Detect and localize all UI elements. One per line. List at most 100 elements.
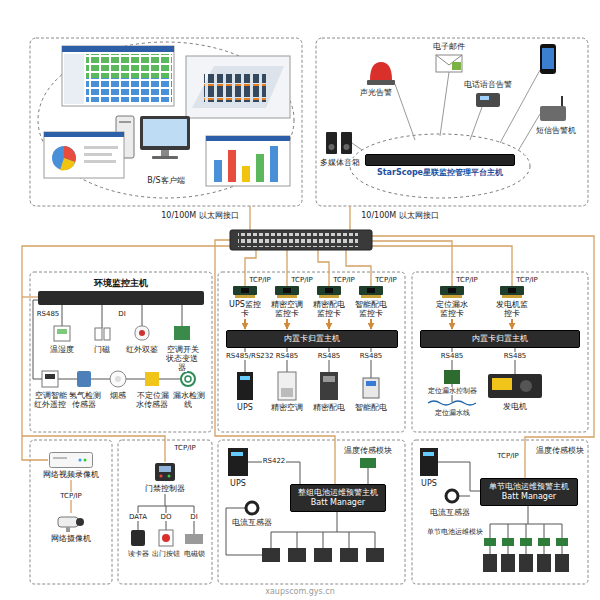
- battery-system-icon: [483, 554, 497, 572]
- signal-wire: [142, 305, 143, 326]
- label-box: 门磁: [82, 345, 122, 354]
- text-label: 温度传感模块: [343, 446, 393, 455]
- battery-system-icon: [246, 502, 258, 514]
- dashboard-screenshot: [62, 46, 174, 106]
- network-wire: [22, 296, 38, 297]
- signal-wire: [248, 462, 300, 484]
- text-label: UPS: [229, 479, 247, 488]
- access-device-icon: [162, 534, 170, 542]
- text-label: TCP/IP: [332, 276, 356, 284]
- speaker-icon: [344, 144, 350, 150]
- label-box: 出门按钮: [151, 550, 181, 558]
- label-box: RS485: [309, 352, 349, 360]
- signal-wire: [33, 300, 186, 379]
- signal-wire: [165, 494, 166, 506]
- battery-system-icon: [520, 538, 532, 546]
- card-icon: [361, 295, 381, 298]
- monitor-card: 智能配电监控卡: [353, 286, 389, 318]
- text-label: 短信告警机: [535, 126, 577, 135]
- voice-alarm-device: [476, 93, 500, 107]
- network-wire: [22, 246, 230, 460]
- network-wire: [372, 241, 452, 286]
- dashboard-screenshot: [64, 54, 84, 104]
- node-text: 精密配电监控卡: [311, 300, 347, 318]
- card-icon: [440, 286, 464, 295]
- mobile-phone: [542, 48, 554, 69]
- network-wire: [286, 250, 287, 286]
- email-icon: [436, 55, 462, 72]
- card-icon: [325, 288, 333, 293]
- region-outline: [218, 272, 405, 432]
- text-label: B/S客户端: [146, 176, 185, 185]
- battery-system-icon: [556, 538, 568, 546]
- region-outline: [30, 38, 302, 206]
- label-box: DI: [115, 310, 129, 318]
- text-label: 温度传感模块: [535, 446, 585, 455]
- signal-wire: [337, 512, 338, 532]
- recorder-icon: [79, 459, 82, 462]
- client-computer: [140, 116, 190, 150]
- card-icon: [440, 286, 464, 298]
- report-screenshot: [84, 153, 112, 156]
- sms-alarm-device: [561, 96, 563, 106]
- text-label: 精密配电: [312, 403, 346, 412]
- bar-chart-screenshot: [206, 136, 290, 186]
- ethernet-switch: [238, 233, 358, 247]
- label-box: RS485: [434, 352, 470, 360]
- bar-chart-screenshot: [206, 136, 290, 186]
- label-box: 温度传感模块: [535, 446, 585, 455]
- text-label: 定位漏水线: [434, 409, 471, 417]
- text-label: TCP/IP: [290, 276, 314, 284]
- label-box: TCP/IP: [453, 276, 481, 284]
- sensor-icon: [57, 329, 67, 334]
- text-label: 发电机: [502, 402, 528, 411]
- battery-system-icon: [288, 548, 306, 562]
- battery-system-icon: [423, 452, 434, 456]
- signal-wire: [490, 546, 562, 554]
- signal-wire: [438, 462, 480, 491]
- signal-wire: [182, 305, 183, 326]
- ethernet-switch: [230, 230, 372, 250]
- speaker-icon: [326, 132, 337, 154]
- signal-wire: [271, 532, 375, 548]
- group-ellipse: [38, 42, 294, 198]
- equipment-icon: [320, 372, 338, 400]
- label-box: DATA: [126, 513, 150, 521]
- equipment-icon: [363, 378, 379, 398]
- sensor-icon: [110, 371, 126, 387]
- label-box: 电流互感器: [227, 518, 277, 527]
- label-box: 不定位漏水传感器: [135, 391, 169, 409]
- sms-alarm-device: [540, 96, 566, 121]
- alarm-link: [352, 70, 540, 151]
- text-label: RS485: [440, 352, 465, 360]
- equipment-icon: [240, 376, 250, 380]
- controller-icon: [159, 466, 171, 472]
- text-label: 电磁锁: [183, 550, 206, 558]
- access-device-icon: [131, 530, 145, 546]
- network-camera: 网络摄像机: [38, 514, 104, 543]
- node-text: 单节电池运维预警主机 Batt Manager: [484, 482, 574, 502]
- battery-system-icon: [366, 548, 384, 562]
- battery-system-icon: [340, 548, 358, 562]
- text-label: RS485: [359, 352, 384, 360]
- card-icon: [233, 286, 257, 298]
- battery-system-icon: [484, 538, 496, 546]
- network-wire: [349, 206, 350, 230]
- equipment-icon: [366, 381, 376, 386]
- battery-system-icon: [228, 448, 569, 572]
- sensor-icon: [104, 328, 110, 340]
- card-icon: [317, 286, 341, 298]
- battery-system-icon: [360, 458, 376, 468]
- access-device-icon: [185, 534, 203, 544]
- equipment-icon: [520, 380, 532, 392]
- label-box: TCP/IP: [246, 276, 274, 284]
- voice-alarm-device: [476, 93, 500, 107]
- datacenter-3d-view: [192, 66, 284, 108]
- text-label: TCP/IP: [374, 276, 398, 284]
- client-computer: [116, 116, 190, 159]
- mobile-phone: [540, 44, 556, 74]
- card-icon: [317, 286, 341, 295]
- label-box: B/S客户端: [136, 176, 196, 185]
- client-computer: [152, 156, 178, 159]
- edge-label: TCP/IP: [59, 492, 83, 500]
